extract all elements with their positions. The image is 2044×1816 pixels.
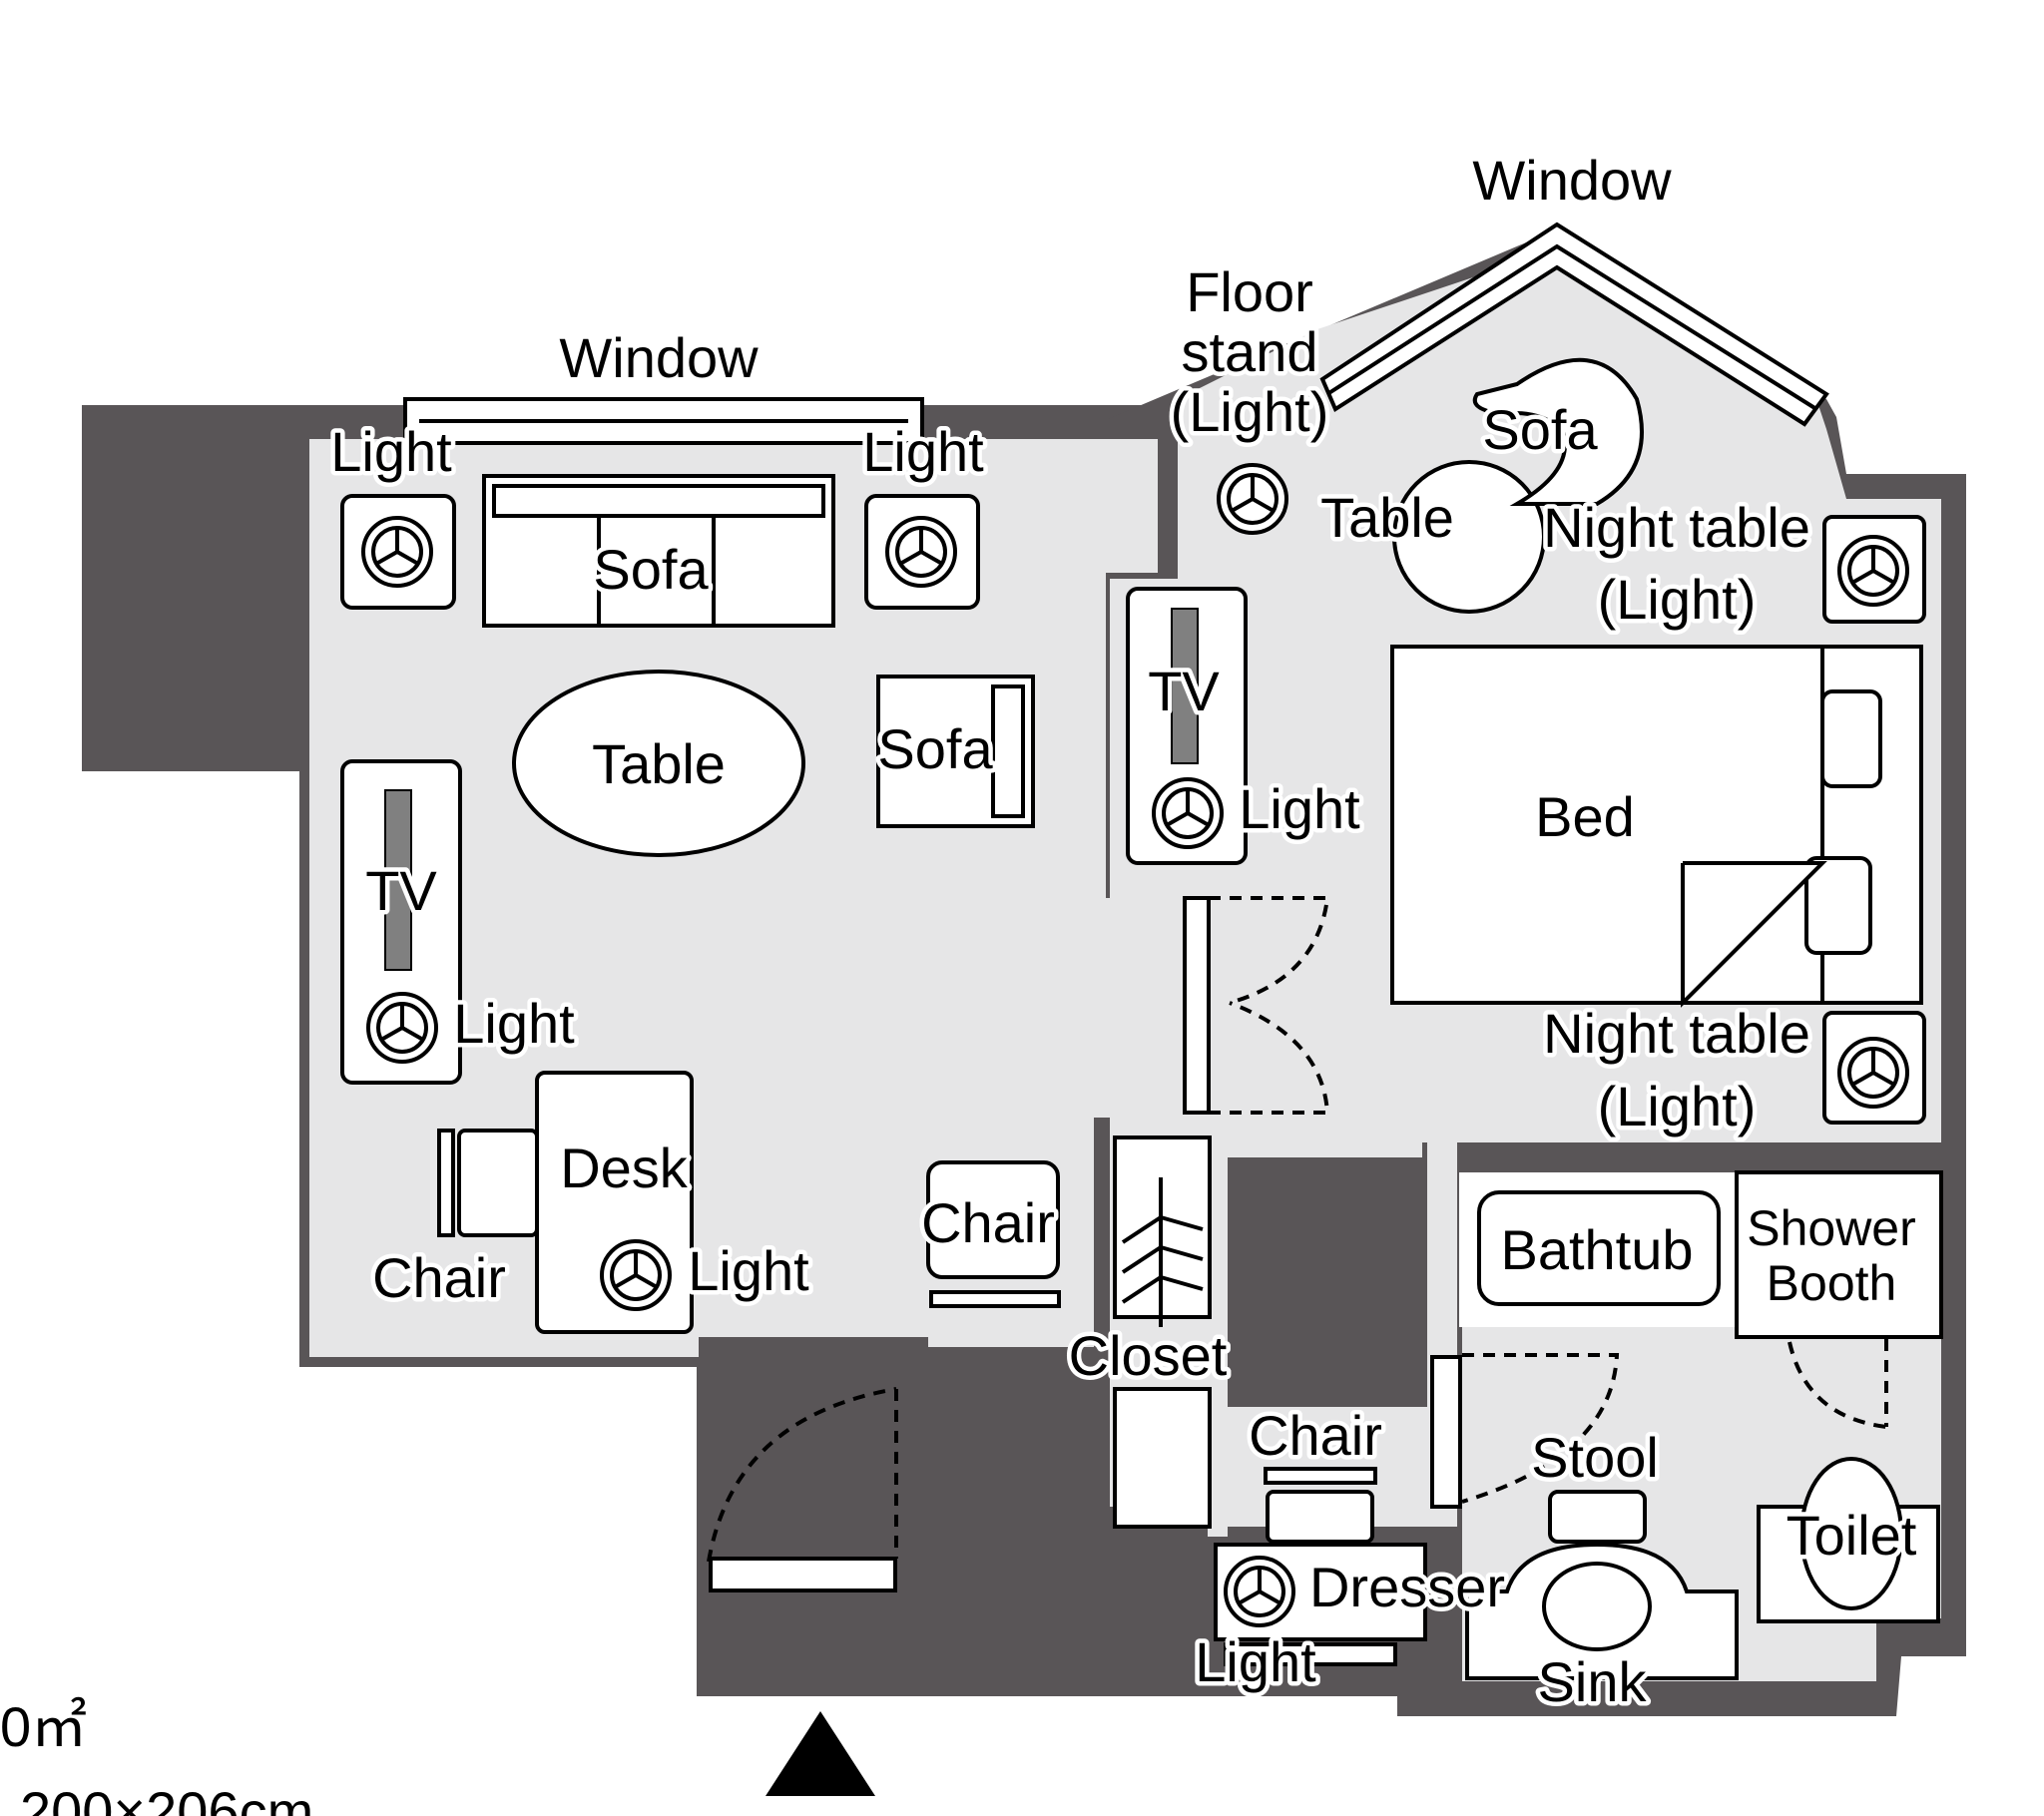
bedroom-partition — [1183, 896, 1330, 1115]
table-oval — [512, 670, 805, 857]
sink — [1542, 1562, 1652, 1651]
label-tv-left: TV — [365, 859, 437, 922]
label-table-round: Table — [1320, 486, 1454, 549]
light-fixture-icon — [600, 1239, 672, 1311]
label-shower-1: Shower — [1747, 1200, 1916, 1256]
closet — [1113, 1135, 1212, 1529]
label-dresser: Dresser — [1309, 1556, 1505, 1618]
toilet — [1799, 1457, 1903, 1610]
chair-middle — [926, 1160, 1060, 1279]
label-bathtub: Bathtub — [1500, 1218, 1693, 1281]
bathroom-door-frame — [1430, 1355, 1462, 1509]
label-bed: Bed — [1535, 785, 1635, 848]
entrance-threshold — [709, 1557, 897, 1592]
tv-bedroom-screen — [1171, 608, 1199, 764]
light-fixture-icon — [885, 516, 957, 588]
label-sofa-main: Sofa — [593, 538, 709, 601]
double-door-bottom — [1209, 1001, 1330, 1115]
bed-fold — [1681, 861, 1827, 1008]
sofa-main-back — [492, 484, 825, 518]
label-chair-dresser: Chair — [1249, 1404, 1382, 1467]
label-sink: Sink — [1538, 1650, 1648, 1713]
light-fixture-icon — [1837, 535, 1909, 607]
label-light-dresser: Light — [1195, 1630, 1316, 1693]
labels: Window Window Floor stand (Light) Light … — [0, 145, 1921, 1816]
label-light-tv-bedroom: Light — [1239, 777, 1360, 840]
label-floor-stand-3: (Light) — [1171, 380, 1329, 443]
dresser-chair-back — [1264, 1467, 1377, 1485]
double-door-top — [1209, 896, 1330, 1005]
label-floor-stand-1: Floor — [1186, 260, 1313, 323]
windows — [403, 222, 1829, 445]
shower-door — [1788, 1341, 1887, 1429]
window-right-frame — [1319, 222, 1829, 427]
label-window-right: Window — [1472, 149, 1672, 212]
light-fixture-icon — [361, 516, 433, 588]
tv-left-screen — [384, 789, 412, 971]
light-fixture-icon — [1224, 1556, 1295, 1627]
pillow-bottom — [1804, 856, 1872, 955]
label-table-oval: Table — [592, 732, 726, 795]
label-area: 0㎡ — [0, 1695, 87, 1758]
label-window-left: Window — [559, 326, 759, 389]
label-shower-2: Booth — [1767, 1255, 1897, 1311]
label-stool: Stool — [1531, 1426, 1659, 1489]
stool — [1548, 1490, 1647, 1544]
label-sofa-side: Sofa — [877, 717, 993, 780]
light-fixture-icon — [1152, 777, 1224, 849]
desk-chair — [457, 1129, 539, 1237]
label-floor-stand-2: stand — [1182, 320, 1318, 383]
dresser-light-shelf — [1224, 1642, 1397, 1666]
closet-lower — [1113, 1387, 1212, 1529]
living-room-floor — [309, 439, 1186, 1357]
bathtub — [1477, 1190, 1721, 1306]
window-right-pane — [1325, 243, 1818, 411]
label-night-table-top-1: Night table — [1543, 496, 1810, 559]
hanger-1 — [1121, 1214, 1204, 1244]
label-chair-desk: Chair — [372, 1246, 506, 1309]
dresser-chair — [1266, 1490, 1374, 1544]
label-desk: Desk — [560, 1136, 689, 1199]
pillow-top — [1820, 689, 1882, 788]
bathroom-door — [1461, 1353, 1620, 1504]
light-fixture-icon — [1837, 1037, 1909, 1109]
label-closet: Closet — [1069, 1324, 1228, 1387]
desk-chair-back — [437, 1129, 455, 1237]
label-night-table-bottom-2: (Light) — [1598, 1075, 1757, 1137]
label-light-tl: Light — [330, 420, 452, 483]
sofa-curved — [1472, 357, 1644, 506]
sofa-side-arm — [991, 684, 1025, 818]
chair-middle-back — [929, 1290, 1061, 1308]
label-toilet: Toilet — [1787, 1504, 1917, 1567]
label-night-table-top-2: (Light) — [1598, 568, 1757, 631]
bathroom — [1430, 1170, 1943, 1680]
label-light-tv-left: Light — [453, 992, 575, 1055]
light-fixture-icon — [1217, 463, 1288, 535]
shower-booth — [1735, 1170, 1943, 1339]
label-night-table-bottom-1: Night table — [1543, 1002, 1810, 1065]
hanger-3 — [1121, 1274, 1204, 1304]
label-light-tr: Light — [862, 420, 984, 483]
label-chair-middle: Chair — [921, 1191, 1055, 1254]
entrance-door-swing — [707, 1387, 897, 1563]
label-bed-size: 200×206cm — [20, 1780, 313, 1816]
partition-door-frame — [1183, 896, 1211, 1115]
entrance-arrow-icon — [766, 1711, 875, 1796]
hanger-2 — [1121, 1244, 1204, 1274]
bedroom — [1126, 357, 1926, 1125]
label-light-desk: Light — [688, 1239, 809, 1302]
label-tv-bedroom: TV — [1148, 660, 1220, 722]
light-fixture-icon — [366, 992, 438, 1064]
table-round — [1392, 460, 1546, 614]
label-sofa-curve: Sofa — [1482, 398, 1598, 461]
light-fixtures — [361, 463, 1909, 1627]
